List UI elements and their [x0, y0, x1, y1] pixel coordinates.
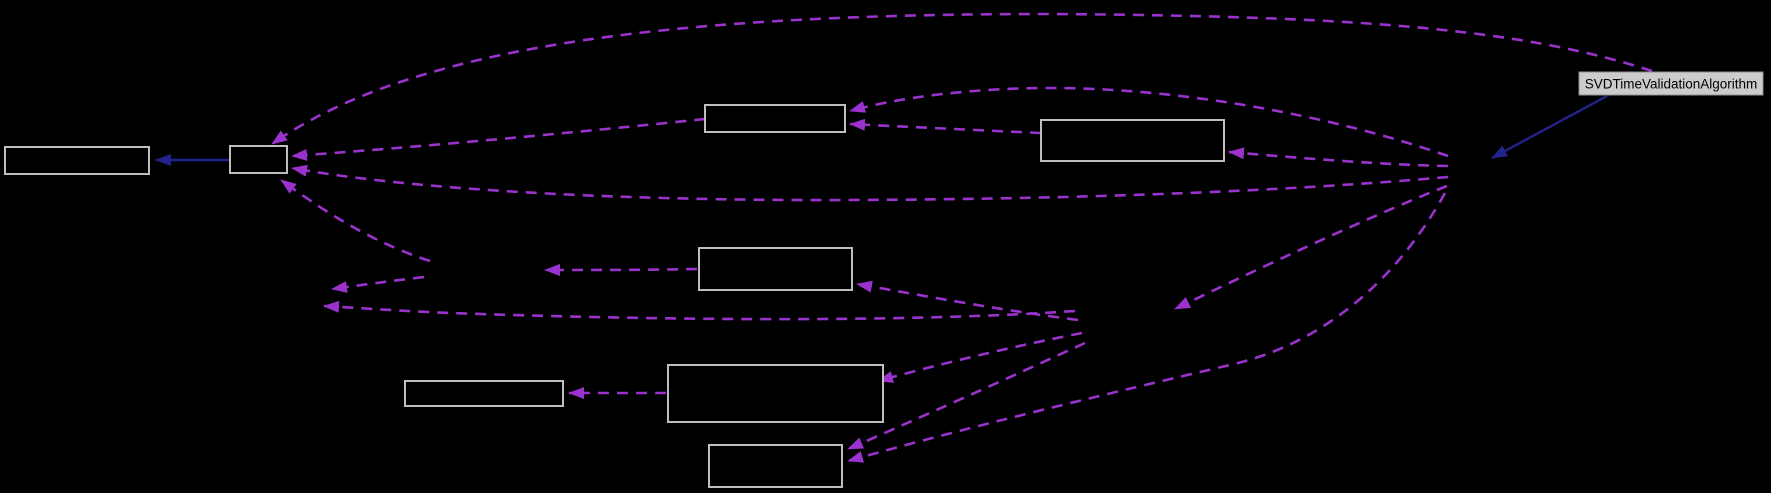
edge-hub-to-hidden-right	[1174, 184, 1448, 311]
edges-layer	[155, 12, 1653, 463]
highlight-node-label: SVDTimeValidationAlgorithm	[1585, 77, 1758, 92]
edge-hub-to-topmiddle-upper	[849, 86, 1449, 158]
edge-hiddencenter-to-hiddenleft-upper	[331, 275, 425, 293]
edge-hiddenright-to-bottommiddle	[877, 331, 1083, 383]
edge-hiddenright-to-midmiddle	[856, 280, 1079, 322]
node-bottom-middle[interactable]	[667, 364, 884, 423]
node-svdtimevalidationalgorithm: SVDTimeValidationAlgorithm	[1578, 71, 1764, 96]
node-mid-middle[interactable]	[698, 247, 853, 291]
edge-midmiddle-to-hiddencenter	[544, 263, 698, 276]
edge-topmiddle-to-smallhub	[291, 117, 706, 161]
node-top-middle[interactable]	[704, 104, 846, 133]
edge-hub-to-smallhub	[291, 164, 1449, 202]
nodes-layer	[4, 104, 1225, 488]
edge-topright-to-topmiddle-lower	[849, 118, 1042, 135]
edge-hiddenright-to-hiddenleft-lower	[323, 300, 1076, 321]
node-left-base[interactable]	[4, 146, 150, 175]
edge-hlnode-to-smallhub-arc	[271, 12, 1653, 146]
edge-hub-to-bottomsmall-lower	[847, 192, 1447, 463]
node-bottom-left[interactable]	[404, 380, 564, 407]
edge-hiddenright-to-bottomsmall-upper	[847, 341, 1086, 451]
edge-hlnode-to-hub-inherit	[1491, 94, 1608, 160]
node-top-right[interactable]	[1040, 119, 1225, 162]
highlight-node-box	[1578, 71, 1764, 96]
node-small-hub[interactable]	[229, 145, 288, 174]
node-bottom-small[interactable]	[708, 444, 843, 488]
edge-hub-to-topright	[1228, 147, 1449, 168]
edge-hiddencenter-to-smallhub-bottom	[280, 178, 431, 263]
